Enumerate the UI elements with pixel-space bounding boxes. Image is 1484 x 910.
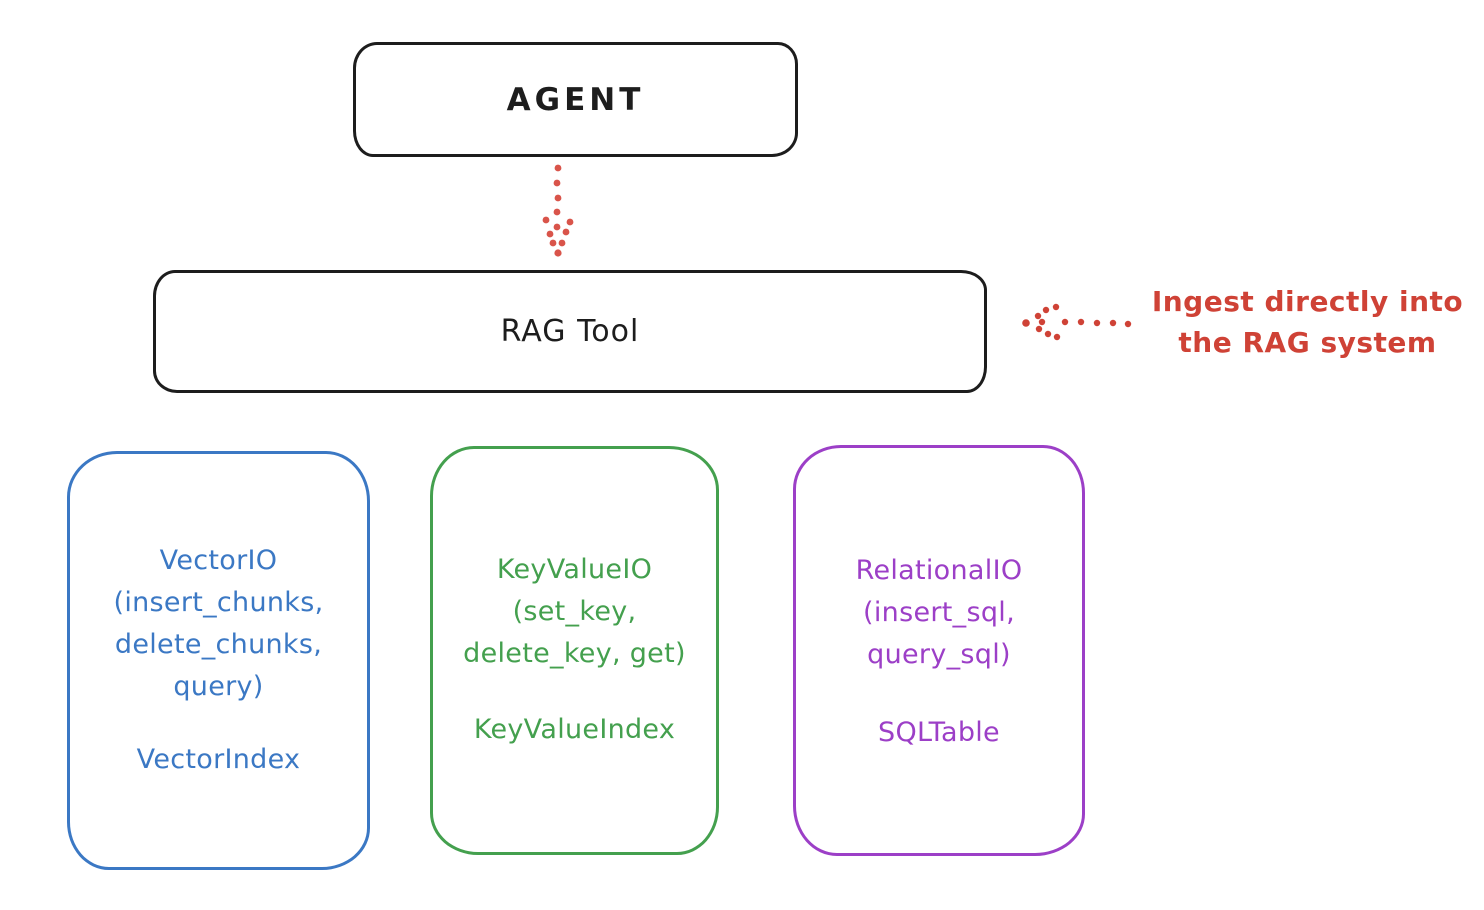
agent-box[interactable]: AGENT [353,42,798,157]
vector-index-label: VectorIndex [136,744,301,775]
sql-table-label: SQLTable [878,717,1000,748]
key-value-io-title: KeyValueIO [496,554,653,585]
key-value-io-box[interactable]: KeyValueIO (set_key, delete_key, get) Ke… [430,446,719,855]
key-value-io-line: delete_key, get) [463,638,686,669]
vector-io-title: VectorIO [159,545,278,576]
annotation-text: Ingest directly into the RAG system [1140,281,1475,363]
annotation-line-2: the RAG system [1178,326,1437,359]
relational-io-box[interactable]: RelationalIO (insert_sql, query_sql) SQL… [793,445,1085,856]
vector-io-line: delete_chunks, [114,629,323,660]
rag-tool-label: RAG Tool [500,314,640,349]
vector-io-line: (insert_chunks, [113,587,324,618]
agent-to-rag-arrow[interactable] [540,160,576,260]
key-value-index-label: KeyValueIndex [473,714,676,745]
vector-io-line: query) [173,671,264,702]
relational-io-line: query_sql) [867,639,1011,670]
annotation-to-rag-arrow[interactable] [1014,301,1146,345]
relational-io-line: (insert_sql, [863,597,1015,628]
annotation-line-1: Ingest directly into [1151,285,1464,318]
relational-io-title: RelationalIO [855,555,1023,586]
rag-tool-box[interactable]: RAG Tool [153,270,987,393]
key-value-io-line: (set_key, [512,596,637,627]
agent-label: AGENT [506,81,645,118]
vector-io-box[interactable]: VectorIO (insert_chunks, delete_chunks, … [67,451,370,870]
